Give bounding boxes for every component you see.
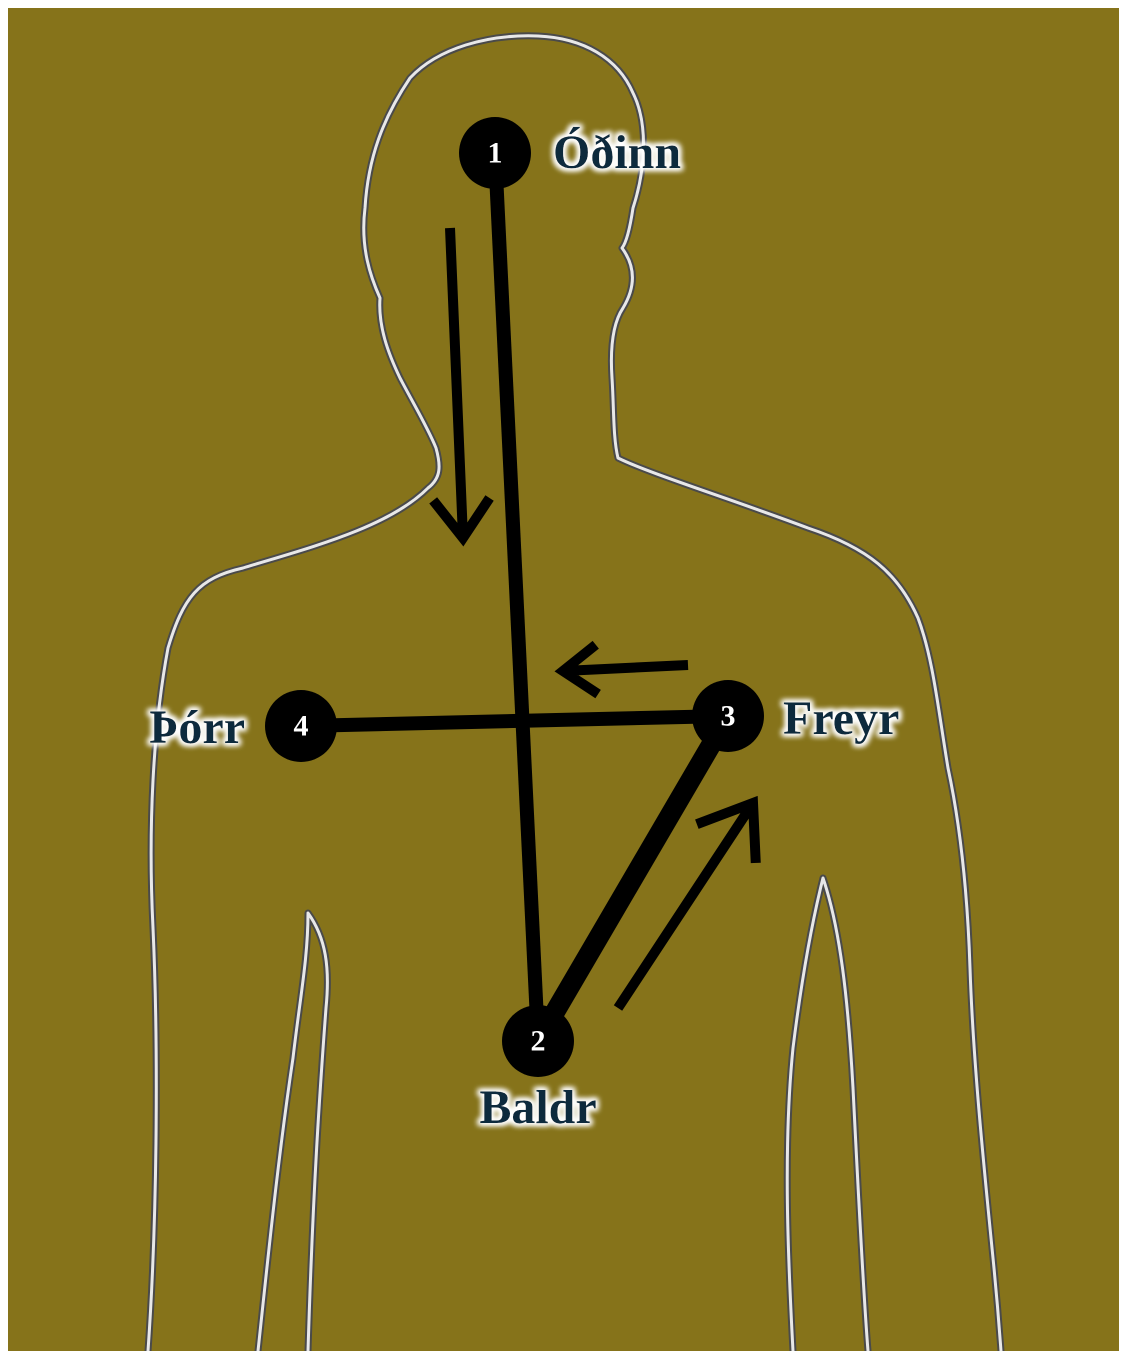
node-4-name: Þórr — [149, 701, 245, 754]
node-3-name: Freyr — [783, 692, 899, 745]
connection-line-3-4 — [301, 716, 728, 726]
node-2-name: Baldr — [479, 1081, 596, 1134]
node-thorr: 4 Þórr — [149, 690, 337, 762]
node-2-number: 2 — [531, 1025, 546, 1058]
node-3-number: 3 — [721, 700, 736, 733]
node-1-number: 1 — [488, 137, 503, 170]
background — [8, 8, 1119, 1351]
node-odinn: 1 Óðinn — [459, 117, 681, 189]
diagram-frame: 1 Óðinn 2 Baldr 3 Freyr 4 Þórr — [8, 8, 1119, 1351]
node-1-name: Óðinn — [553, 125, 681, 179]
energy-diagram: 1 Óðinn 2 Baldr 3 Freyr 4 Þórr — [8, 8, 1119, 1351]
node-4-number: 4 — [294, 710, 309, 743]
